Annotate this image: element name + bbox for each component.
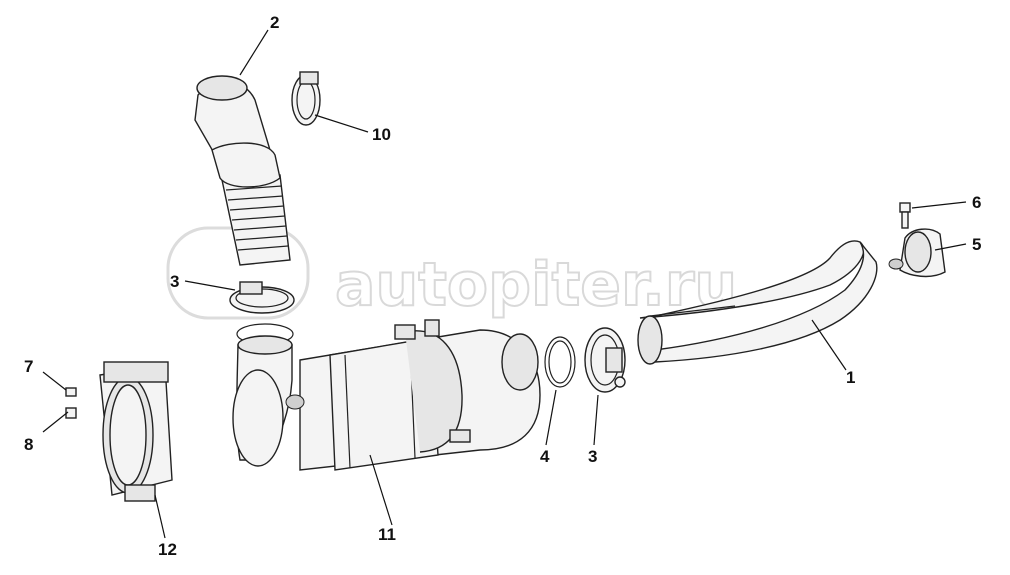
- bolt-top: [899, 202, 911, 229]
- callout-7: 7: [24, 357, 33, 376]
- callout-10: 10: [372, 125, 391, 144]
- inlet-pipe: [232, 323, 305, 467]
- bracket-strap: [99, 361, 173, 502]
- callout-12: 12: [158, 540, 177, 559]
- mounting-bracket: [888, 228, 946, 278]
- callout-3-right: 3: [588, 447, 597, 466]
- watermark: autopiter.ru: [166, 226, 738, 321]
- gasket-ring: [544, 336, 576, 388]
- callout-6: 6: [972, 193, 981, 212]
- callout-5: 5: [972, 235, 981, 254]
- leader-lines: [42, 29, 967, 539]
- callout-11: 11: [378, 525, 396, 544]
- bolt-left-upper: [65, 387, 77, 397]
- exhaust-pipe: [637, 240, 878, 365]
- watermark-text: autopiter.ru: [335, 250, 737, 320]
- clamp-right: [584, 327, 626, 393]
- callout-4: 4: [540, 447, 550, 466]
- catalyst-body: [299, 319, 541, 471]
- callout-3-left: 3: [170, 272, 179, 291]
- callout-labels: 2 10 3 7 8 12 11 4 3 1 5 6: [24, 13, 981, 559]
- callout-1: 1: [846, 368, 855, 387]
- callout-8: 8: [24, 435, 33, 454]
- callout-2: 2: [270, 13, 279, 32]
- clamp-top: [291, 71, 321, 126]
- flex-hose: [194, 75, 291, 266]
- clamp-left: [229, 281, 295, 314]
